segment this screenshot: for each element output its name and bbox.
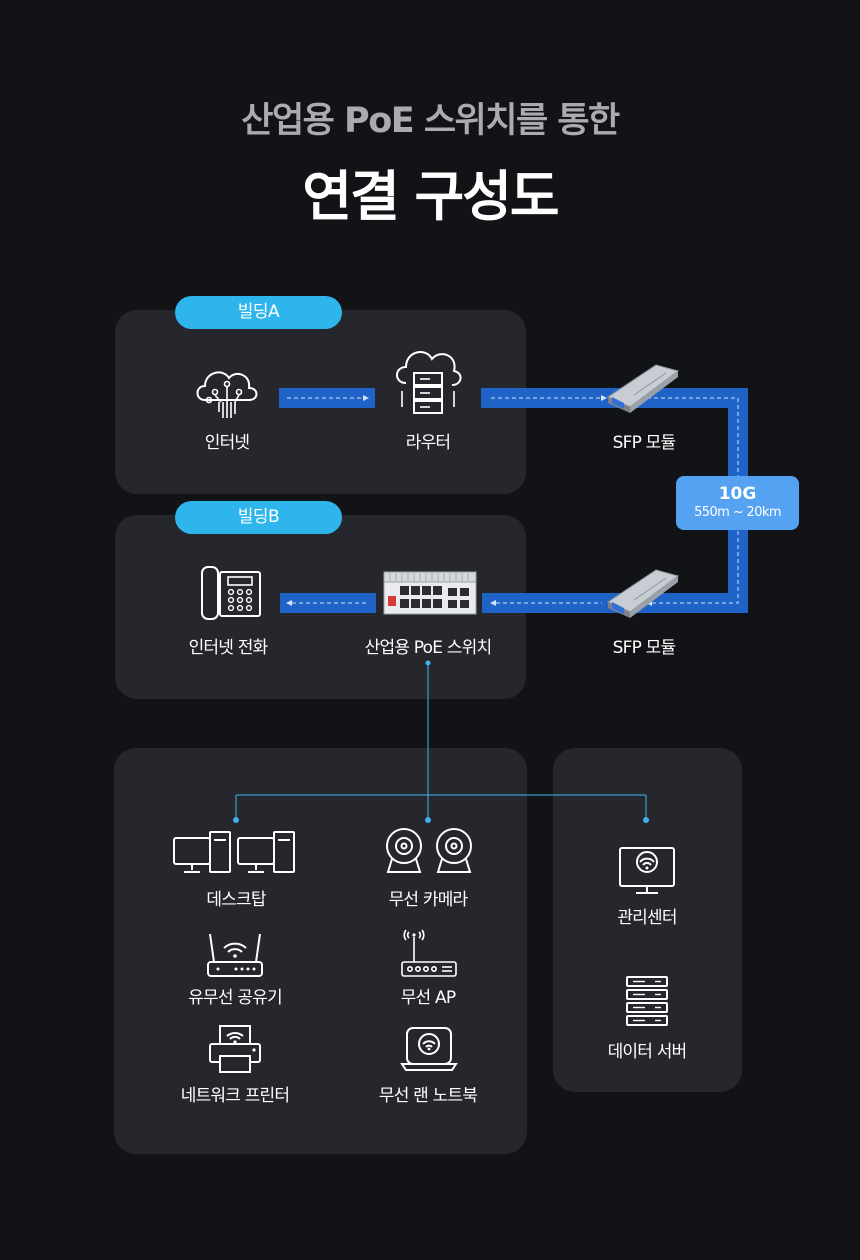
arrow-switch-to-phone-line bbox=[286, 600, 366, 606]
printer-label: 네트워크 프린터 bbox=[180, 1086, 290, 1106]
wifi-laptop-icon bbox=[400, 1027, 458, 1071]
arrow-router-to-sfp-line bbox=[491, 395, 607, 401]
link-range: 550m ~ 20km bbox=[694, 505, 781, 520]
camera-label: 무선 카메라 bbox=[388, 890, 469, 910]
wired-router-label: 유무선 공유기 bbox=[188, 988, 282, 1008]
desktop-label: 데스크탑 bbox=[206, 890, 266, 910]
access-point-icon bbox=[401, 929, 457, 977]
management-center-label: 관리센터 bbox=[617, 908, 677, 928]
link-speed: 10G bbox=[718, 484, 757, 504]
arrow-internet-to-router-line bbox=[287, 395, 369, 401]
data-server-label: 데이터 서버 bbox=[607, 1042, 688, 1062]
poe-switch-label: 산업용 PoE 스위치 bbox=[364, 638, 492, 658]
wifi-router-icon bbox=[207, 933, 263, 977]
sfp-module-icon bbox=[606, 364, 680, 413]
sfp-bottom-label: SFP 모듈 bbox=[612, 638, 677, 658]
page-subtitle: 산업용 PoE 스위치를 통한 bbox=[241, 101, 620, 141]
arrow-sfp-to-switch-line bbox=[490, 600, 602, 606]
cloud-server-icon bbox=[396, 351, 462, 414]
page-title: 연결 구성도 bbox=[302, 165, 559, 228]
router-label: 라우터 bbox=[405, 433, 451, 453]
link-speed-badge: 10G 550m ~ 20km bbox=[676, 476, 799, 530]
arrow-internet-to-router bbox=[279, 388, 375, 408]
cloud-network-icon bbox=[196, 371, 258, 418]
monitor-wifi-icon bbox=[619, 847, 675, 894]
internet-label: 인터넷 bbox=[204, 433, 250, 453]
network-printer-icon bbox=[209, 1025, 261, 1073]
poe-switch-icon bbox=[383, 571, 477, 615]
wireless-ap-label: 무선 AP bbox=[400, 988, 456, 1008]
desk-phone-icon bbox=[201, 566, 261, 620]
sfp-module-icon bbox=[606, 569, 680, 618]
laptop-label: 무선 랜 노트북 bbox=[378, 1086, 478, 1106]
management-panel bbox=[553, 748, 742, 1092]
desktop-icon bbox=[173, 831, 295, 873]
server-rack-icon bbox=[626, 976, 668, 1026]
sfp-top-label: SFP 모듈 bbox=[612, 433, 677, 453]
building-a-tag: 빌딩A bbox=[175, 296, 342, 329]
webcam-icon bbox=[386, 828, 472, 873]
building-b-tag: 빌딩B bbox=[175, 501, 342, 534]
phone-label: 인터넷 전화 bbox=[188, 638, 269, 658]
devices-panel bbox=[114, 748, 527, 1154]
